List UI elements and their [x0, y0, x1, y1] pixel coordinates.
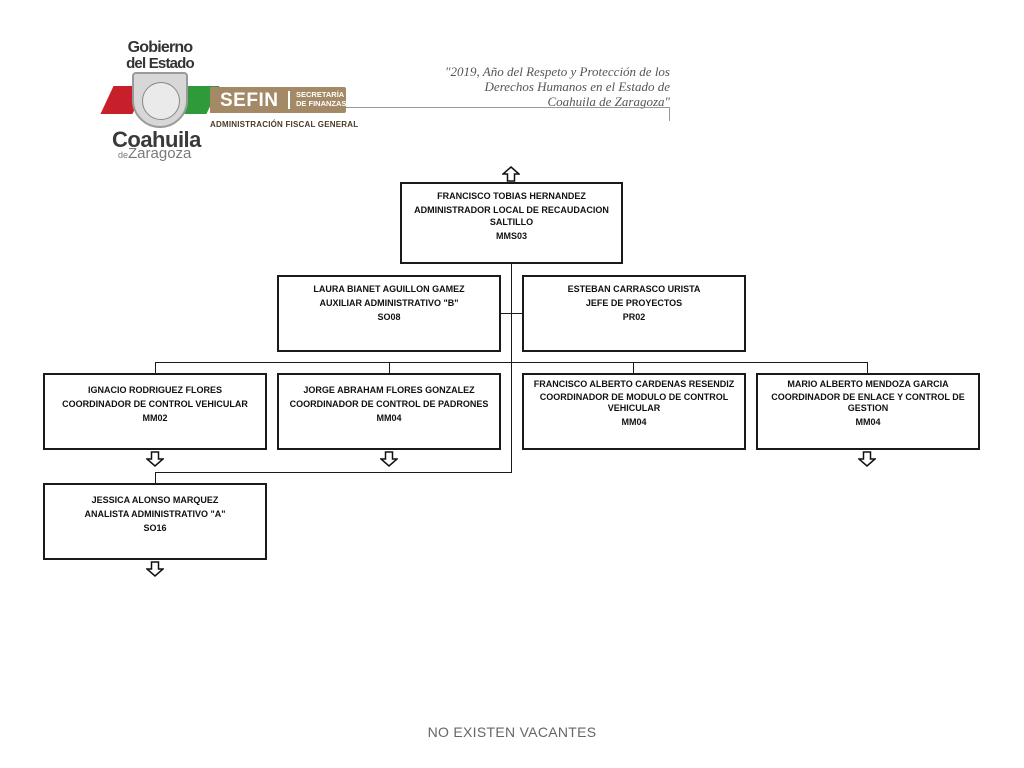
org-node-coord-4[interactable]: MARIO ALBERTO MENDOZA GARCIA COORDINADOR…	[756, 373, 980, 450]
org-node-staff-2[interactable]: ESTEBAN CARRASCO URISTA JEFE DE PROYECTO…	[522, 275, 746, 352]
header-rule	[346, 107, 670, 108]
org-node-coord-2[interactable]: JORGE ABRAHAM FLORES GONZALEZ COORDINADO…	[277, 373, 501, 450]
sefin-subtitle: SECRETARÍA DE FINANZAS	[296, 90, 347, 108]
connector-staff	[500, 313, 522, 314]
state-name: Coahuila	[112, 127, 201, 152]
node-code: SO08	[377, 312, 401, 322]
navigate-up-icon[interactable]	[502, 166, 520, 182]
node-name: JESSICA ALONSO MARQUEZ	[91, 495, 219, 505]
node-code: MMS03	[495, 231, 527, 241]
gobierno-del-estado-logo: Gobierno del Estado	[122, 39, 198, 72]
node-code: MM04	[376, 413, 402, 423]
connector-analyst-h	[155, 472, 512, 473]
navigate-down-icon[interactable]	[858, 451, 876, 467]
connector-coord-3	[633, 362, 634, 374]
sefin-separator	[288, 91, 290, 109]
navigate-down-icon[interactable]	[146, 561, 164, 577]
node-title: COORDINADOR DE CONTROL DE PADRONES	[289, 399, 489, 409]
node-title: ADMINISTRADOR LOCAL DE RECAUDACION	[414, 205, 609, 215]
node-name: MARIO ALBERTO MENDOZA GARCIA	[787, 379, 949, 389]
connector-coord-4	[867, 362, 868, 374]
state-subname: deZaragoza	[118, 145, 192, 162]
node-title: COORDINADOR DE ENLACE Y CONTROL DE GESTI…	[771, 392, 965, 413]
year-motto: "2019, Año del Respeto y Protección de l…	[445, 64, 670, 109]
navigate-down-icon[interactable]	[380, 451, 398, 467]
org-node-coord-3[interactable]: FRANCISCO ALBERTO CARDENAS RESENDIZ COOR…	[522, 373, 746, 450]
node-code: MM02	[142, 413, 168, 423]
agency-name: ADMINISTRACIÓN FISCAL GENERAL	[210, 120, 359, 129]
node-name: LAURA BIANET AGUILLON GAMEZ	[313, 284, 465, 294]
org-node-head[interactable]: FRANCISCO TOBIAS HERNANDEZ ADMINISTRADOR…	[400, 182, 623, 264]
connector-coord-1	[155, 362, 156, 374]
del-estado-text: del Estado	[126, 55, 195, 72]
node-name: FRANCISCO ALBERTO CARDENAS RESENDIZ	[533, 379, 735, 389]
node-title: COORDINADOR DE MODULO DE CONTROL VEHICUL…	[539, 392, 729, 413]
connector-coord-2	[389, 362, 390, 374]
node-title-cont: SALTILLO	[489, 217, 534, 227]
node-title: ANALISTA ADMINISTRATIVO "A"	[84, 509, 226, 519]
node-code: SO16	[143, 523, 167, 533]
navigate-down-icon[interactable]	[146, 451, 164, 467]
vacancies-note: NO EXISTEN VACANTES	[427, 724, 597, 740]
org-node-coord-1[interactable]: IGNACIO RODRIGUEZ FLORES COORDINADOR DE …	[43, 373, 267, 450]
node-name: FRANCISCO TOBIAS HERNANDEZ	[437, 191, 586, 201]
node-name: IGNACIO RODRIGUEZ FLORES	[87, 385, 222, 395]
connector-coord-bus	[155, 362, 868, 363]
node-title: AUXILIAR ADMINISTRATIVO "B"	[319, 298, 459, 308]
node-title: JEFE DE PROYECTOS	[585, 298, 683, 308]
node-code: PR02	[622, 312, 646, 322]
org-node-staff-1[interactable]: LAURA BIANET AGUILLON GAMEZ AUXILIAR ADM…	[277, 275, 501, 352]
node-code: MM04	[621, 417, 647, 427]
sefin-logo-text: SEFIN	[220, 90, 279, 111]
org-node-analyst[interactable]: JESSICA ALONSO MARQUEZ ANALISTA ADMINIST…	[43, 483, 267, 560]
connector-analyst-v	[155, 472, 156, 484]
gobierno-text: Gobierno	[127, 39, 194, 56]
header-rule-tick	[669, 107, 670, 121]
node-name: ESTEBAN CARRASCO URISTA	[567, 284, 701, 294]
node-name: JORGE ABRAHAM FLORES GONZALEZ	[303, 385, 475, 395]
coat-of-arms-icon	[132, 72, 188, 128]
node-code: MM04	[855, 417, 881, 427]
connector-trunk	[511, 263, 512, 473]
node-title: COORDINADOR DE CONTROL VEHICULAR	[62, 399, 248, 409]
sefin-logo-band	[210, 87, 346, 113]
